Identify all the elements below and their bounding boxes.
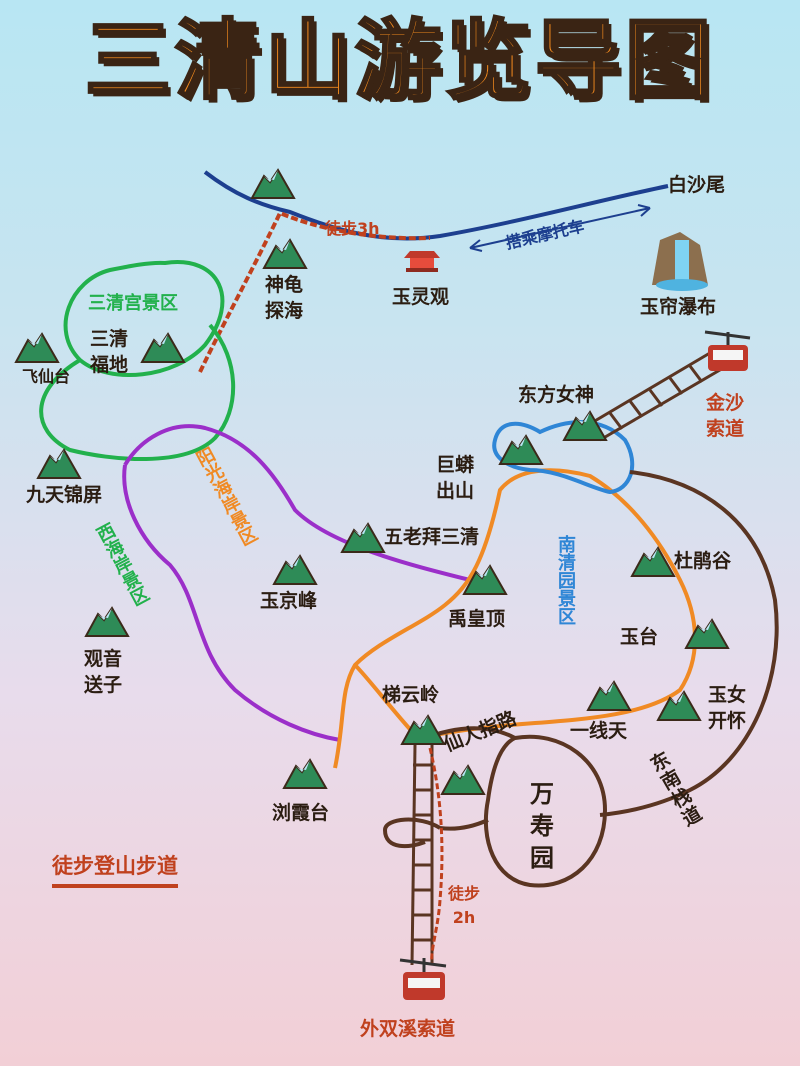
mountain-icon — [282, 758, 328, 789]
spot-tiyunling: 梯云岭 — [382, 684, 440, 706]
spot-yujingfeng: 玉京峰 — [260, 590, 318, 612]
route-walk-3h: 徒步3h — [325, 219, 380, 238]
mountain-icon — [340, 522, 386, 553]
mountain-icon — [84, 606, 130, 637]
mountain-icon — [656, 690, 702, 721]
waishuangxi-ladder — [410, 744, 434, 966]
mountain-icon — [140, 332, 186, 363]
spot-yixiantian: 一线天 — [570, 720, 628, 742]
mountain-icon — [36, 448, 82, 479]
walk-path-north — [198, 210, 431, 373]
spot-wulaobai: 五老拜三清 — [384, 526, 480, 548]
spot-shengui: 神龟 探海 — [265, 274, 304, 322]
spot-yulingguan: 玉灵观 — [392, 286, 450, 308]
mountain-icon — [562, 410, 608, 441]
mountain-icon — [262, 238, 308, 269]
spot-liuxiatai: 浏霞台 — [272, 802, 330, 824]
mountain-icon — [250, 168, 296, 199]
spot-jinsha: 金沙 索道 — [706, 392, 745, 440]
spot-dujuangu: 杜鹃谷 — [674, 550, 732, 572]
mountain-icon — [462, 564, 508, 595]
mountain-icon — [630, 546, 676, 577]
jinsha-cablecar — [704, 330, 751, 371]
spot-waishuangxi: 外双溪索道 — [360, 1018, 456, 1040]
mountain-icon — [586, 680, 632, 711]
spot-yunvkaihuai: 玉女 开怀 — [708, 684, 747, 732]
dongfang-loop — [492, 420, 635, 495]
mountain-icon — [684, 618, 730, 649]
sanqinggong-route — [63, 260, 225, 377]
motorbike-arrow — [469, 207, 651, 249]
spot-dongfangnvshen: 东方女神 — [518, 384, 595, 406]
wanshou-loop — [483, 734, 608, 888]
map-title: 三清山游览导图 — [84, 11, 715, 111]
spot-wanshouyuan: 万 寿 园 — [530, 780, 554, 872]
mountain-icon — [14, 332, 60, 363]
temple-icon — [404, 251, 440, 272]
legend-walking-trail: 徒步登山步道 — [52, 850, 178, 888]
waishuangxi-cablecar — [399, 958, 447, 1000]
jinsha-ladder — [587, 348, 726, 442]
spot-baishawei: 白沙尾 — [668, 174, 726, 196]
mountain-icon — [400, 714, 446, 745]
east-route — [599, 470, 779, 817]
spot-jumang: 巨蟒 出山 — [436, 454, 475, 502]
spot-jiutian: 九天锦屏 — [26, 484, 103, 506]
route-walk-2h: 徒步 2h — [448, 884, 481, 927]
spot-yulian: 玉帘瀑布 — [640, 296, 717, 318]
waterfall-icon — [652, 232, 708, 291]
spot-yutai: 玉台 — [620, 626, 659, 648]
zone-sanqinggong: 三清宫景区 — [88, 293, 178, 314]
mountain-icon — [272, 554, 318, 585]
walk-path-south — [428, 747, 444, 966]
yangguang-route — [122, 424, 471, 742]
spot-yuhuangding: 禹皇顶 — [448, 608, 506, 630]
spot-guanyin: 观音 送子 — [84, 648, 123, 696]
spot-sanqingfudi: 三清 福地 — [90, 328, 129, 376]
mountain-icon — [498, 434, 544, 465]
mountain-icon — [440, 764, 486, 795]
spot-feixiantai: 飞仙台 — [22, 367, 71, 386]
zone-nanqing: 南清园景区 — [555, 535, 576, 625]
